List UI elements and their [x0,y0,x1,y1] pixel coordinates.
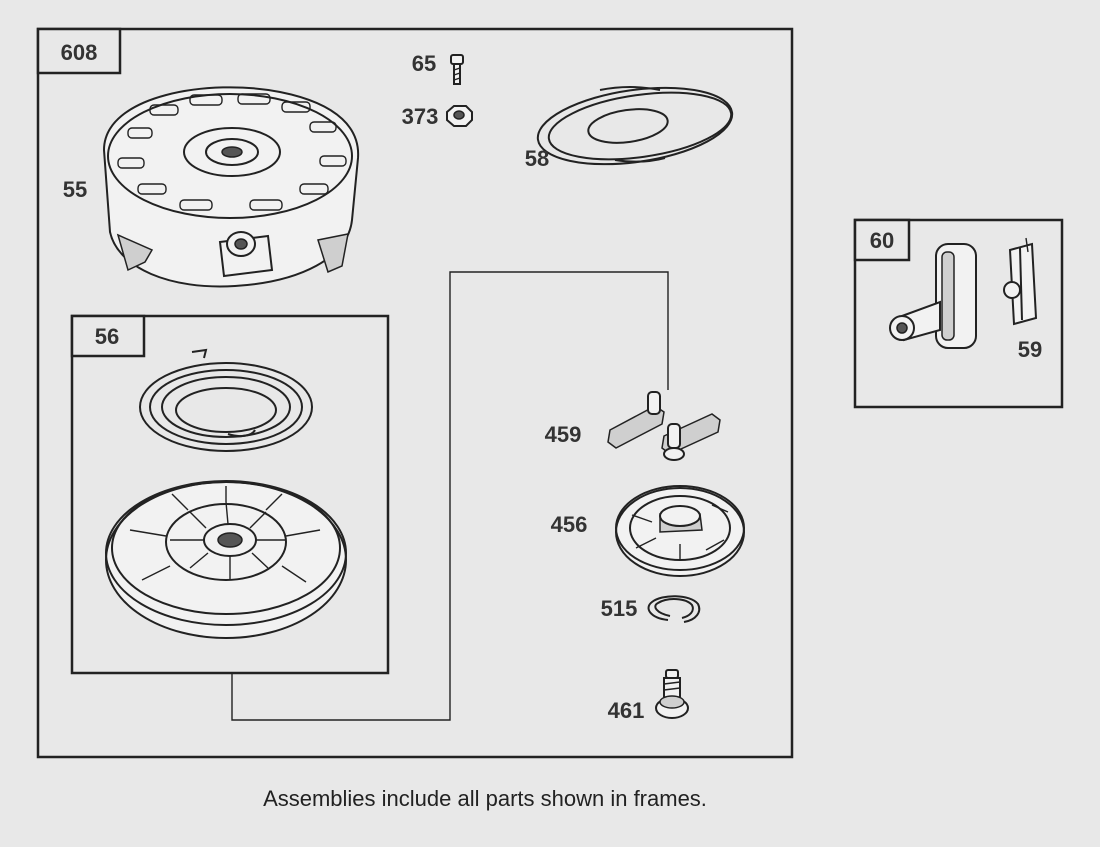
part-65-label: 65 [412,51,436,76]
ratchet-part: 456 [551,485,745,577]
part-58-label: 58 [525,146,549,171]
screw-part: 65 [412,51,464,85]
part-515-label: 515 [601,596,638,621]
frame-60-label: 60 [870,228,894,253]
pulley-part [105,480,347,639]
part-459-label: 459 [545,422,582,447]
pawls-part: 459 [545,391,721,461]
starter-housing-part: 55 [63,86,360,288]
part-373-label: 373 [402,104,439,129]
retaining-ring-part: 515 [601,595,701,623]
part-55-label: 55 [63,177,87,202]
part-59-label: 59 [1018,337,1042,362]
starter-handle-part [889,243,977,349]
part-456-label: 456 [551,512,588,537]
recoil-spring-part [139,348,313,452]
frame-608-label: 608 [61,40,98,65]
frame-60: 60 [853,218,1064,409]
part-461-label: 461 [608,698,645,723]
frame-608: 608 [36,27,794,759]
starter-rope-part: 58 [525,86,734,171]
leader-lines [231,271,669,721]
frame-56-label: 56 [95,324,119,349]
diagram-caption: Assemblies include all parts shown in fr… [263,786,707,811]
frame-56: 56 [70,314,390,675]
nut-part: 373 [402,104,473,129]
handle-insert-part [1003,237,1038,326]
shoulder-screw-part: 461 [608,669,689,723]
